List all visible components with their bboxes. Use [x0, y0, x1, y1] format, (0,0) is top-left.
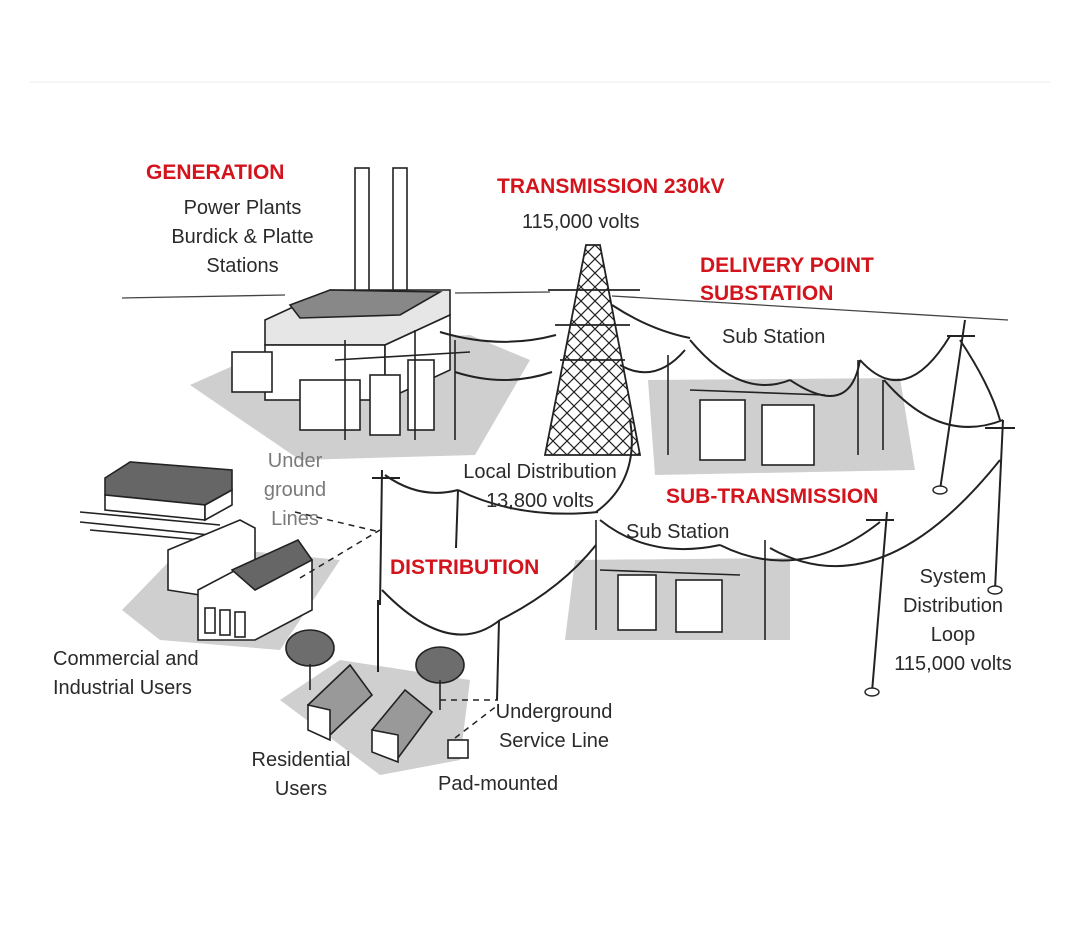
tree-right: [415, 646, 465, 684]
power-plant: [231, 167, 471, 440]
transformer-b: [369, 374, 401, 436]
label-residential-users-line-2: Users: [274, 778, 328, 800]
tree-left: [285, 629, 335, 667]
horizon-lines: [121, 291, 1009, 321]
utility-poles: [372, 319, 1015, 701]
label-commercial-users: Commercial and Industrial Users: [53, 645, 199, 703]
heading-delivery-point: DELIVERY POINT SUBSTATION: [700, 252, 874, 308]
label-underground-service-line-2: Service Line: [498, 730, 610, 752]
label-system-loop-line-2: Distribution: [902, 595, 1004, 617]
label-power-plants: Power Plants Burdick & Platte Stations: [150, 194, 335, 281]
heading-distribution: DISTRIBUTION: [390, 556, 540, 579]
label-system-loop-line-1: System: [919, 566, 987, 588]
transformer-a: [299, 379, 361, 431]
label-underground-lines-1: Under: [267, 450, 323, 472]
residential-houses: [285, 629, 469, 764]
label-power-plants-line-3: Stations: [206, 255, 279, 277]
label-pad-mounted: Pad-mounted: [438, 773, 559, 795]
label-residential-users-line-1: Residential: [251, 749, 351, 771]
plant-annex: [231, 351, 273, 393]
label-sub-station-lower: Sub Station: [626, 521, 730, 543]
label-commercial-users-line-1: Commercial and: [53, 648, 199, 670]
pole-bases: [864, 485, 1003, 697]
heading-generation: GENERATION: [146, 161, 285, 184]
overhead-wires: [381, 304, 1004, 636]
label-system-distribution-loop: System Distribution Loop 115,000 volts: [878, 563, 1028, 679]
label-system-loop-line-3: Loop: [930, 624, 976, 646]
label-residential-users: Residential Users: [232, 746, 370, 804]
label-local-distribution: Local Distribution 13,800 volts: [440, 458, 640, 516]
label-underground-service: Underground Service Line: [478, 698, 630, 756]
label-commercial-users-line-2: Industrial Users: [53, 677, 192, 699]
pad-mounted-transformer: [447, 739, 469, 759]
label-local-distribution-line-1: Local Distribution: [463, 461, 617, 483]
label-underground-lines: Under ground Lines: [255, 447, 335, 534]
heading-delivery-point-line-1: DELIVERY POINT: [700, 254, 874, 277]
label-underground-lines-3: Lines: [271, 508, 319, 530]
heading-sub-transmission: SUB-TRANSMISSION: [666, 485, 879, 508]
commercial-buildings: [79, 461, 314, 641]
transmission-tower: [543, 244, 642, 456]
delivery-substation: [667, 355, 884, 466]
label-power-plants-line-1: Power Plants: [183, 197, 302, 219]
label-power-plants-line-2: Burdick & Platte: [171, 226, 314, 248]
label-transmission-volts: 115,000 volts: [522, 211, 640, 233]
label-system-loop-line-4: 115,000 volts: [894, 653, 1012, 675]
transformer-c: [407, 359, 435, 431]
sub-transmission-substation: [595, 520, 766, 640]
heading-transmission: TRANSMISSION 230kV: [497, 175, 725, 198]
underground-dashed-lines: [294, 511, 499, 739]
label-sub-station-upper: Sub Station: [722, 326, 826, 348]
label-underground-lines-2: ground: [263, 479, 327, 501]
label-underground-service-line-1: Underground: [495, 701, 613, 723]
heading-delivery-point-line-2: SUBSTATION: [700, 282, 834, 305]
label-local-distribution-line-2: 13,800 volts: [486, 490, 594, 512]
